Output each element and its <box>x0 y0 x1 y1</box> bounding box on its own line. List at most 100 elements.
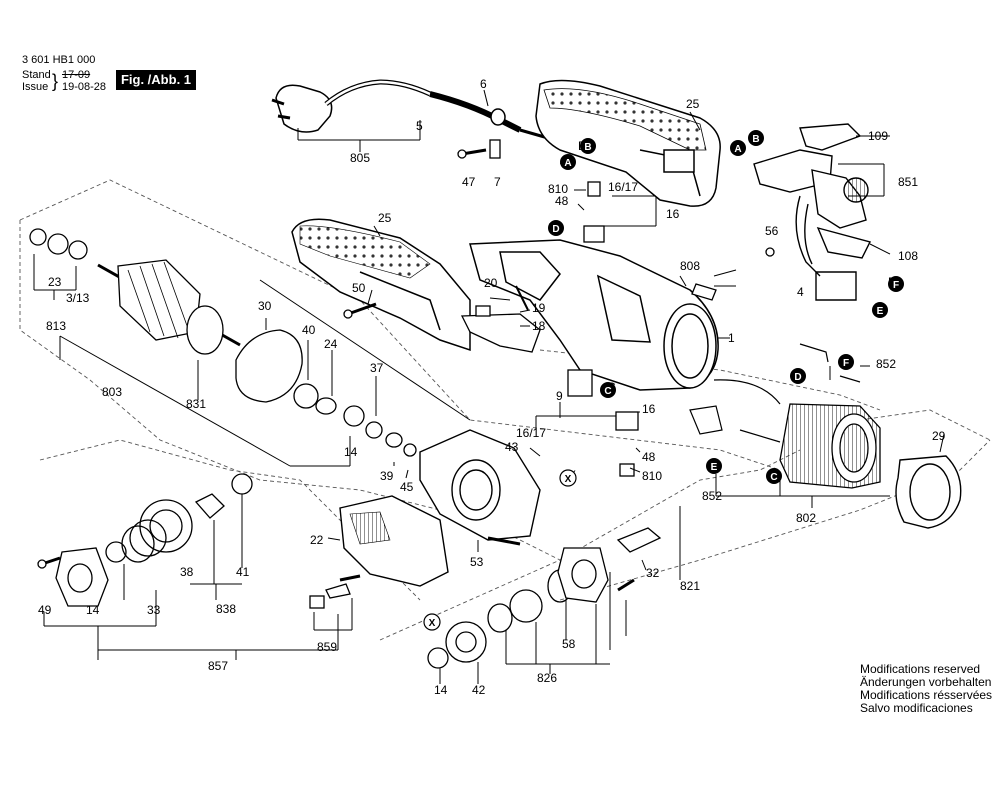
badge-x: X <box>423 613 441 631</box>
part-label: 831 <box>186 397 206 411</box>
leader-lines <box>33 89 945 684</box>
part-label: 23 <box>48 275 62 289</box>
brace-glyph: } <box>52 71 59 91</box>
part-label: 108 <box>898 249 918 263</box>
mod-line-fr: Modifications résservées <box>860 688 993 702</box>
part-label: 7 <box>494 175 501 189</box>
mod-line-de: Änderungen vorbehalten <box>860 675 992 689</box>
gear-housing <box>419 429 541 541</box>
part-label: 3/13 <box>66 291 90 305</box>
part-label: 14 <box>434 683 448 697</box>
part-label: 852 <box>702 489 722 503</box>
badge-a: A <box>560 154 576 170</box>
part-label: 813 <box>46 319 66 333</box>
badge-e: E <box>706 458 722 474</box>
part-label: 33 <box>147 603 161 617</box>
bearing-parts <box>235 329 417 457</box>
part-label: 810 <box>642 469 662 483</box>
svg-text:X: X <box>429 618 436 629</box>
svg-text:E: E <box>877 306 884 317</box>
part-label: 1 <box>728 331 735 345</box>
svg-text:C: C <box>604 386 611 397</box>
fan-guard <box>895 455 962 529</box>
part-label: 37 <box>370 361 384 375</box>
armature <box>29 228 241 355</box>
part-label: 859 <box>317 640 337 654</box>
part-label: 45 <box>400 480 414 494</box>
part-label: 803 <box>102 385 122 399</box>
fasteners <box>37 139 775 592</box>
svg-text:F: F <box>893 280 899 291</box>
part-label: 802 <box>796 511 816 525</box>
stator-coil <box>779 403 881 489</box>
badge-b: B <box>748 130 764 146</box>
svg-text:F: F <box>843 358 849 369</box>
part-label: 56 <box>765 224 779 238</box>
trigger <box>460 305 541 353</box>
part-label: 39 <box>380 469 394 483</box>
motor-housing <box>469 239 719 391</box>
part-label: 16 <box>666 207 680 221</box>
part-label: 32 <box>646 566 660 580</box>
stand-label: Stand <box>22 69 51 81</box>
part-label: 857 <box>208 659 228 673</box>
switch-assembly <box>753 123 872 301</box>
svg-text:X: X <box>565 474 572 485</box>
stand-date: 17-09 <box>62 69 91 81</box>
part-number: 3 601 HB1 000 <box>22 54 96 66</box>
badge-f: F <box>838 354 854 370</box>
badge-c: C <box>766 468 782 484</box>
part-label: 50 <box>352 281 366 295</box>
part-label: 5 <box>416 119 423 133</box>
part-label: 43 <box>505 440 519 454</box>
assembly-outlines <box>19 179 991 641</box>
badge-a: A <box>730 140 746 156</box>
gear-parts <box>55 473 662 669</box>
badge-b: B <box>580 138 596 154</box>
part-label: 16 <box>642 402 656 416</box>
modifications-note: Modifications reserved Änderungen vorbeh… <box>860 663 992 715</box>
part-label: 808 <box>680 259 700 273</box>
part-label: 53 <box>470 555 484 569</box>
badge-d: D <box>790 368 806 384</box>
svg-text:D: D <box>794 372 801 383</box>
figure-label: Fig. /Abb. 1 <box>116 70 196 90</box>
badge-d: D <box>548 220 564 236</box>
part-label: 58 <box>562 637 576 651</box>
handle-housing <box>291 218 471 352</box>
part-label: 20 <box>484 276 498 290</box>
part-label: 838 <box>216 602 236 616</box>
plug-and-cable <box>271 79 549 140</box>
mod-line-en: Modifications reserved <box>860 662 981 676</box>
svg-text:A: A <box>734 144 741 155</box>
svg-text:E: E <box>711 462 718 473</box>
part-label: 851 <box>898 175 918 189</box>
part-label: 25 <box>686 97 700 111</box>
svg-text:A: A <box>564 158 571 169</box>
part-label: 810 <box>548 182 568 196</box>
issue-date: 19-08-28 <box>62 81 107 93</box>
part-label: 18 <box>532 319 546 333</box>
part-label: 48 <box>555 194 569 208</box>
cover-plate <box>339 495 449 587</box>
part-label: 9 <box>556 389 563 403</box>
badge-e: E <box>872 302 888 318</box>
svg-text:D: D <box>552 224 559 235</box>
part-label: 25 <box>378 211 392 225</box>
part-label: 109 <box>868 129 888 143</box>
part-label: 14 <box>344 445 358 459</box>
badge-f: F <box>888 276 904 292</box>
mod-line-es: Salvo modificaciones <box>860 701 973 715</box>
part-label: 19 <box>532 301 546 315</box>
part-label: 826 <box>537 671 557 685</box>
part-label: 22 <box>310 533 324 547</box>
part-label: 852 <box>876 357 896 371</box>
part-label: 4 <box>797 285 804 299</box>
svg-text:C: C <box>770 472 777 483</box>
wires <box>689 343 861 443</box>
part-label: 38 <box>180 565 194 579</box>
part-label: 49 <box>38 603 52 617</box>
part-label: 30 <box>258 299 272 313</box>
part-label: 47 <box>462 175 476 189</box>
